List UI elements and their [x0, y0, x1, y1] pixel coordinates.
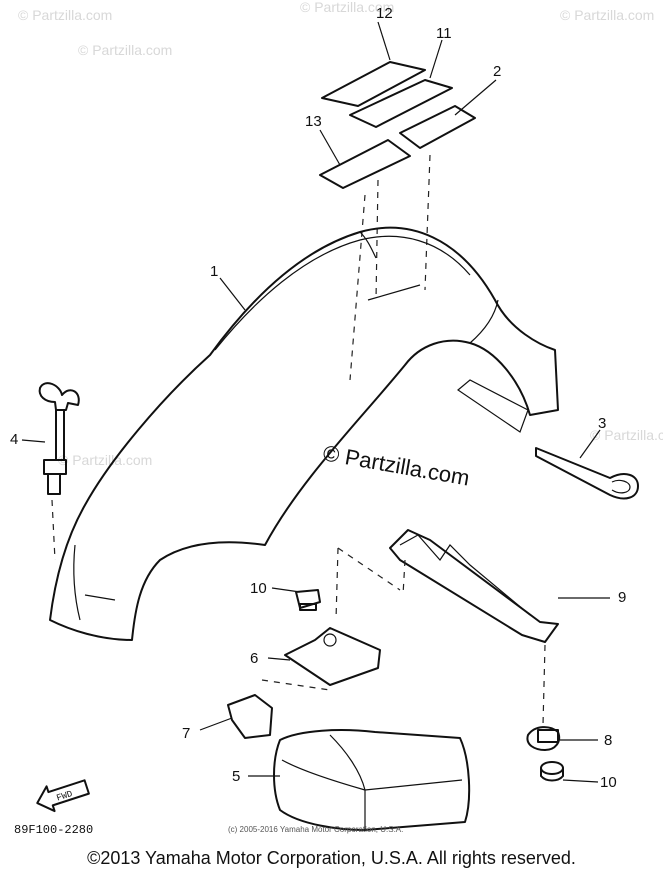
callout-3: 3 [598, 415, 606, 432]
watermark-center: © Partzilla.com [321, 440, 471, 490]
callout-2: 2 [493, 63, 501, 80]
watermark-top-right: © Partzilla.com [560, 7, 654, 23]
callout-7: 7 [182, 725, 190, 742]
callout-10-lower: 10 [600, 774, 617, 791]
callout-5: 5 [232, 768, 240, 785]
fwd-arrow-icon: FWD [36, 779, 90, 813]
fwd-label: FWD [55, 789, 74, 804]
damper[interactable] [526, 726, 561, 751]
inner-copyright: (c) 2005-2016 Yamaha Motor Corporation, … [228, 825, 403, 834]
callout-8: 8 [604, 732, 612, 749]
strap-bracket[interactable] [389, 529, 559, 643]
watermark-top-center: © Partzilla.com [300, 0, 394, 15]
grommet-lower[interactable] [540, 761, 564, 782]
callout-6: 6 [250, 650, 258, 667]
watermark-left-upper: © Partzilla.com [78, 42, 172, 58]
decal-12[interactable] [321, 61, 426, 107]
bolt[interactable] [38, 382, 80, 495]
mount-plate[interactable] [284, 627, 381, 686]
footer-copyright: ©2013 Yamaha Motor Corporation, U.S.A. A… [87, 848, 576, 868]
drawing-code: 89F100-2280 [14, 823, 93, 837]
decal-11[interactable] [349, 79, 453, 128]
clip[interactable] [227, 694, 273, 739]
tool-case[interactable] [273, 729, 471, 831]
callout-1: 1 [210, 263, 218, 280]
decal-2[interactable] [399, 105, 476, 149]
watermark-left: © Partzilla.com [58, 452, 152, 468]
decal-13[interactable] [319, 139, 411, 189]
grommet-upper[interactable] [295, 589, 321, 611]
callout-4: 4 [10, 431, 18, 448]
callout-13: 13 [305, 113, 322, 130]
rod[interactable] [535, 447, 639, 500]
rear-fender[interactable] [49, 226, 559, 641]
watermark-top-left: © Partzilla.com [18, 7, 112, 23]
callout-11: 11 [436, 25, 452, 42]
callout-12: 12 [376, 5, 393, 22]
watermark-right: © Partzilla.com [590, 427, 663, 443]
callout-10-upper: 10 [250, 580, 267, 597]
callout-9: 9 [618, 589, 626, 606]
